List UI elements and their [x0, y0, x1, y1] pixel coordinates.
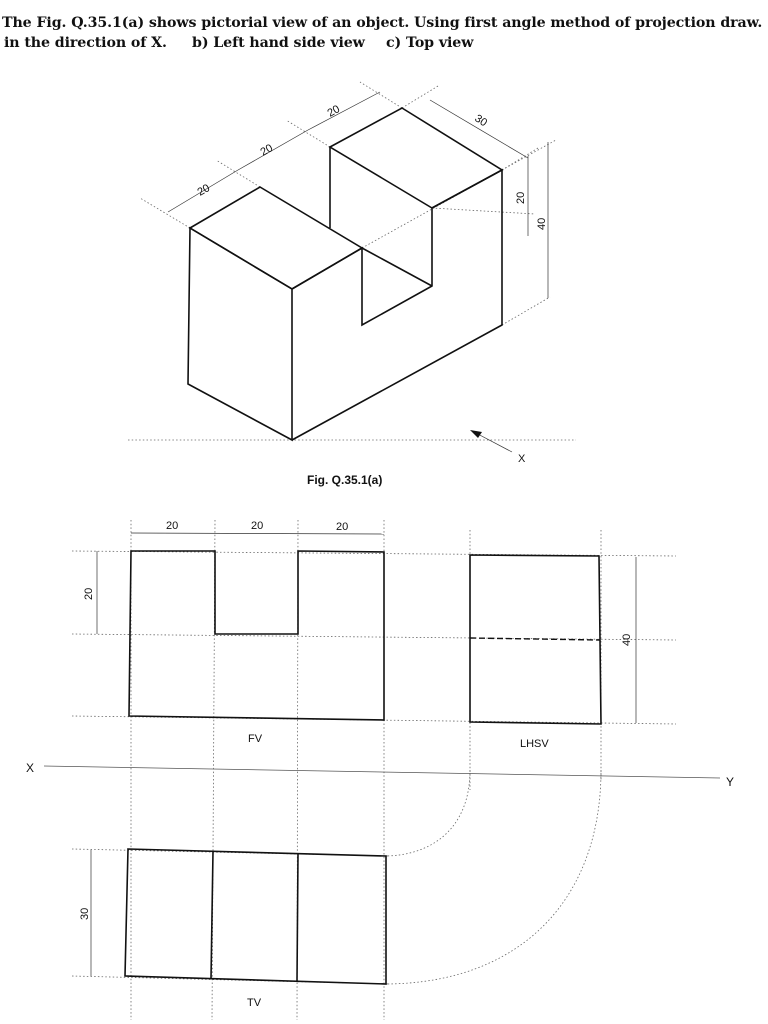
front-view-outline	[128, 550, 385, 721]
lhsv-label: LHSV	[520, 738, 549, 750]
fv-dim-w2: 20	[251, 520, 263, 532]
top-view-divider-1	[210, 850, 214, 980]
dim-text-2: 20	[259, 142, 276, 159]
lhsv-hidden-line	[469, 637, 601, 641]
xy-reference-line	[43, 765, 721, 779]
pictorial-object	[187, 107, 504, 442]
question-part-a: in the direction of X.	[4, 35, 167, 51]
fv-dim-h: 20	[83, 588, 95, 600]
lhsv-outline	[469, 554, 602, 725]
pictorial-extension-lines	[139, 81, 557, 326]
front-face	[291, 168, 503, 441]
top-view-outline	[124, 848, 387, 985]
pictorial-dimension-lines	[167, 91, 549, 298]
dim-text-3: 20	[326, 103, 343, 120]
lhsv-dim: 40	[621, 634, 633, 646]
question-part-b: b) Left hand side view	[192, 35, 365, 51]
top-view-divider-2	[296, 852, 299, 982]
tv-dim: 30	[79, 908, 91, 920]
question-part-c: c) Top view	[386, 35, 474, 51]
orthographic-views: X Y FV 20 20 20 20 LHSV 40 TV 30	[26, 519, 734, 1021]
direction-label: X	[518, 453, 526, 465]
x-label: X	[26, 761, 34, 775]
pictorial-view: X 20 20 20 30 20 40 Fig. Q.35.1(a)	[128, 81, 576, 487]
slot-bottom-edge	[361, 247, 433, 287]
dim-text-1: 20	[196, 182, 213, 199]
dim-text-height: 40	[536, 218, 548, 230]
fv-dimensions	[96, 532, 385, 634]
top-face-left-block	[188, 186, 364, 290]
figure-caption: Fig. Q.35.1(a)	[307, 473, 382, 487]
dim-text-depth: 30	[472, 112, 489, 129]
side-face	[187, 226, 293, 442]
direction-arrow: X	[470, 430, 526, 465]
tv-label: TV	[247, 997, 262, 1009]
fv-dim-w1: 20	[166, 520, 178, 532]
y-label: Y	[726, 775, 734, 789]
dim-text-slot-height: 20	[515, 192, 527, 204]
fv-label: FV	[248, 733, 263, 745]
question-line-1: The Fig. Q.35.1(a) shows pictorial view …	[2, 15, 763, 31]
fv-dim-w3: 20	[336, 521, 348, 533]
projection-lines	[71, 519, 677, 1021]
